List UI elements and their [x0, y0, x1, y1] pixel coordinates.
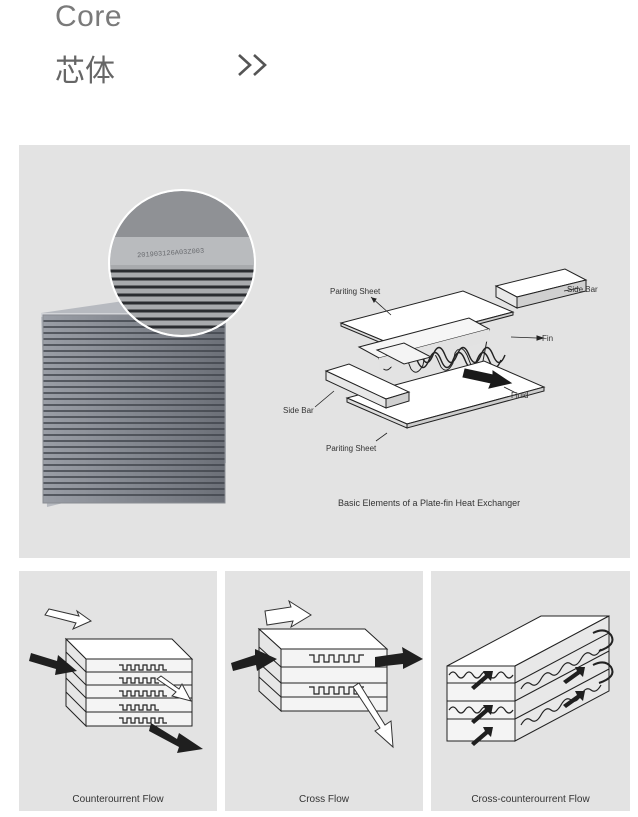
core-illustration: 201903126A03Z003	[41, 189, 588, 507]
diagram-caption: Basic Elements of a Plate-fin Heat Excha…	[338, 498, 521, 508]
core-overview-panel: 201903126A03Z003	[19, 145, 630, 558]
title-english: Core	[55, 0, 123, 33]
label-parting-sheet-top: Pariting Sheet	[330, 287, 381, 296]
plate-fin-diagram	[314, 268, 588, 442]
label-side-bar-left: Side Bar	[283, 406, 314, 415]
counter-current-flow-diagram	[29, 608, 203, 753]
cross-flow-diagram	[231, 599, 423, 749]
counter-current-flow-caption: Counterourrent Flow	[72, 794, 164, 805]
cross-counter-current-flow-caption: Cross-counterourrent Flow	[471, 794, 590, 805]
double-chevron-right-icon	[238, 54, 267, 76]
label-fluid: Fluid	[511, 391, 529, 400]
cross-counter-current-flow-diagram	[446, 615, 614, 746]
cross-flow-caption: Cross Flow	[298, 794, 349, 805]
title-chinese: 芯体	[55, 54, 115, 89]
counter-current-flow-panel: Counterourrent Flow	[19, 571, 217, 811]
zoom-detail-photo: 201903126A03Z003	[108, 189, 256, 337]
label-fin: Fin	[542, 334, 554, 343]
core-photo	[41, 300, 226, 507]
label-side-bar-right: Side Bar	[567, 285, 598, 294]
label-parting-sheet-bottom: Pariting Sheet	[326, 444, 377, 453]
cross-counter-current-flow-panel: Cross-counterourrent Flow	[431, 571, 630, 811]
cross-flow-panel: Cross Flow	[225, 571, 423, 811]
